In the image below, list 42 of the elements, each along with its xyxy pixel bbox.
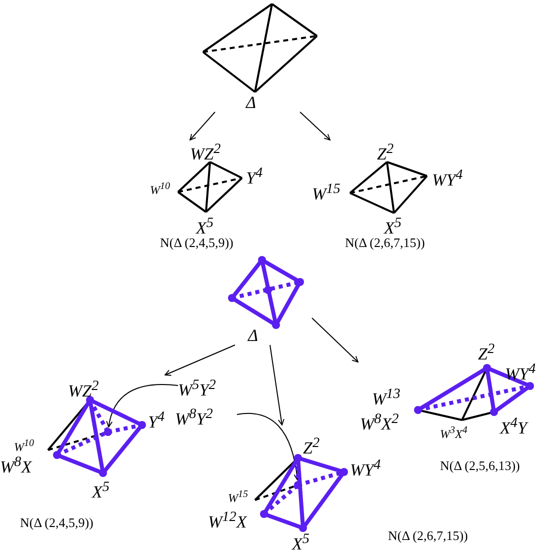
arrow [300, 112, 331, 140]
arrow [164, 344, 236, 376]
vertex-label: Z$^{2}$ [478, 340, 495, 364]
arrow [270, 344, 284, 426]
vertex-label: WZ$^{2}$ [190, 140, 221, 164]
vertex-label: W$^{10}$ [14, 437, 34, 454]
vertex-label: W$^{8}$X [0, 453, 32, 477]
delta-label: Δ [246, 94, 256, 112]
monomial-label: W$^{8}$Y$^{2}$ [175, 405, 213, 429]
vertex-label: W$^{12}$X [208, 508, 247, 532]
vertex-label: X$^{5}$ [92, 478, 110, 502]
vertex-label: W$^{15}$ [228, 488, 248, 505]
polytope-caption: N(Δ (2,4,5,9)) [160, 235, 234, 250]
arrow [106, 384, 178, 428]
vertex-point [104, 428, 112, 436]
vertex-label: W$^{10}$ [150, 180, 170, 197]
polytope-caption: N(Δ (2,5,6,13)) [440, 458, 520, 473]
vertex-label: W$^{15}$ [312, 180, 340, 204]
polytope-caption: N(Δ (2,4,5,9)) [20, 515, 94, 530]
vertex-label: W$^{8}$X$^{2}$ [360, 410, 399, 434]
vertex-label: X$^{5}$ [196, 214, 214, 238]
delta-label: Δ [248, 327, 258, 345]
vertex-label: WZ$^{2}$ [68, 377, 99, 401]
vertex-label: Y$^{4}$ [148, 408, 165, 432]
vertex-label: Z$^{2}$ [377, 140, 394, 164]
vertex-label: WY$^{4}$ [350, 456, 381, 480]
vertex-label: X$^{5}$ [384, 214, 402, 238]
vertex-label: W$^{3}$X$^{4}$ [440, 424, 468, 441]
vertex-label: WY$^{4}$ [432, 166, 463, 190]
arrow [312, 318, 358, 363]
monomial-label: W$^{5}$Y$^{2}$ [178, 376, 216, 400]
vertex-label: X$^{5}$ [292, 530, 310, 554]
vertex-label: WY$^{4}$ [505, 360, 536, 384]
polytope-caption: N(Δ (2,6,7,15)) [345, 235, 425, 250]
vertex-label: Z$^{2}$ [303, 434, 320, 458]
arrow [190, 112, 216, 140]
vertex-label: Y$^{4}$ [246, 164, 263, 188]
vertex-point [294, 481, 302, 489]
vertex-label: W$^{13}$ [372, 385, 400, 409]
vertex-label: X$^{4}$Y [500, 414, 527, 438]
polytope-caption: N(Δ (2,6,7,15)) [388, 528, 468, 543]
arrow [236, 413, 300, 481]
